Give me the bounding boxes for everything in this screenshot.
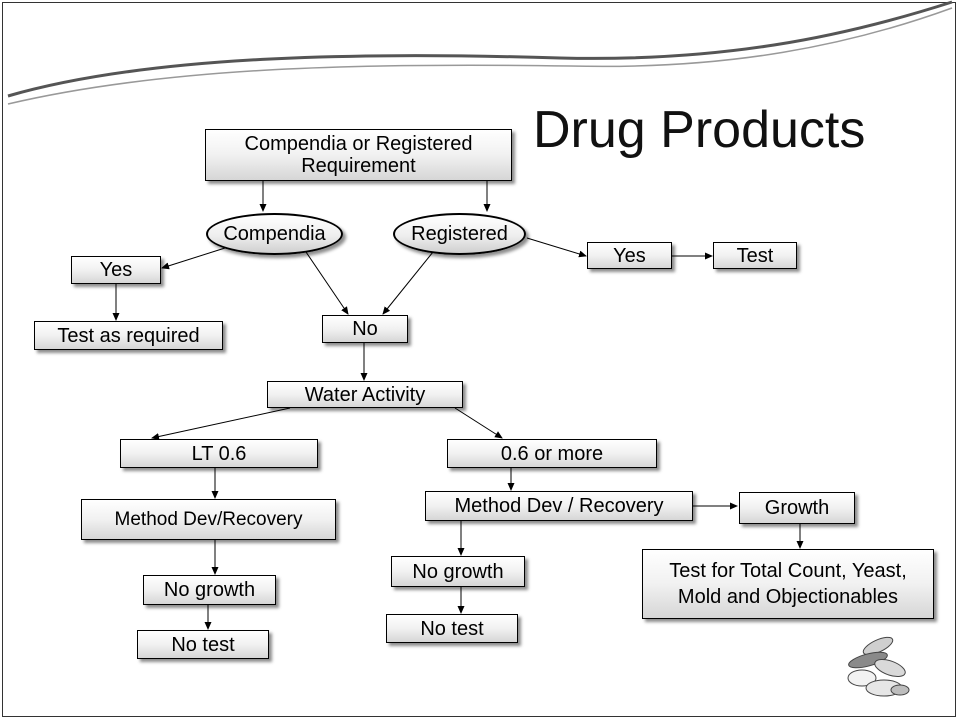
node-test-as-required: Test as required (34, 321, 223, 350)
node-method-dev-recovery-right: Method Dev / Recovery (425, 491, 693, 521)
node-yes-right: Yes (587, 242, 672, 269)
node-test: Test (713, 242, 797, 269)
node-yes-left: Yes (71, 256, 161, 284)
edge-registered-yes (526, 237, 587, 258)
edge-compendia-no (305, 251, 349, 315)
node-0-6-or-more: 0.6 or more (447, 439, 657, 468)
node-root-requirement: Compendia or Registered Requirement (205, 129, 512, 181)
node-method-dev-recovery-left: Method Dev/Recovery (81, 499, 336, 540)
node-no-test-left: No test (137, 630, 269, 659)
edge-water-lt06 (151, 407, 291, 440)
slide-title: Drug Products (533, 101, 866, 159)
node-no-growth-right: No growth (391, 556, 525, 587)
node-no: No (322, 315, 408, 343)
pills-icon (847, 636, 910, 697)
edge-compendia-yes (161, 247, 226, 270)
edge-water-ge06 (454, 407, 503, 439)
node-registered: Registered (393, 213, 526, 255)
node-lt-0-6: LT 0.6 (120, 439, 318, 468)
node-no-test-right: No test (386, 614, 518, 643)
decorative-swoosh (7, 0, 953, 98)
node-compendia: Compendia (206, 213, 343, 255)
node-no-growth-left: No growth (143, 575, 276, 605)
node-growth: Growth (739, 492, 855, 524)
edge-registered-no (382, 251, 434, 315)
node-water-activity: Water Activity (267, 381, 463, 408)
node-test-total-count: Test for Total Count, Yeast, Mold and Ob… (642, 549, 934, 619)
